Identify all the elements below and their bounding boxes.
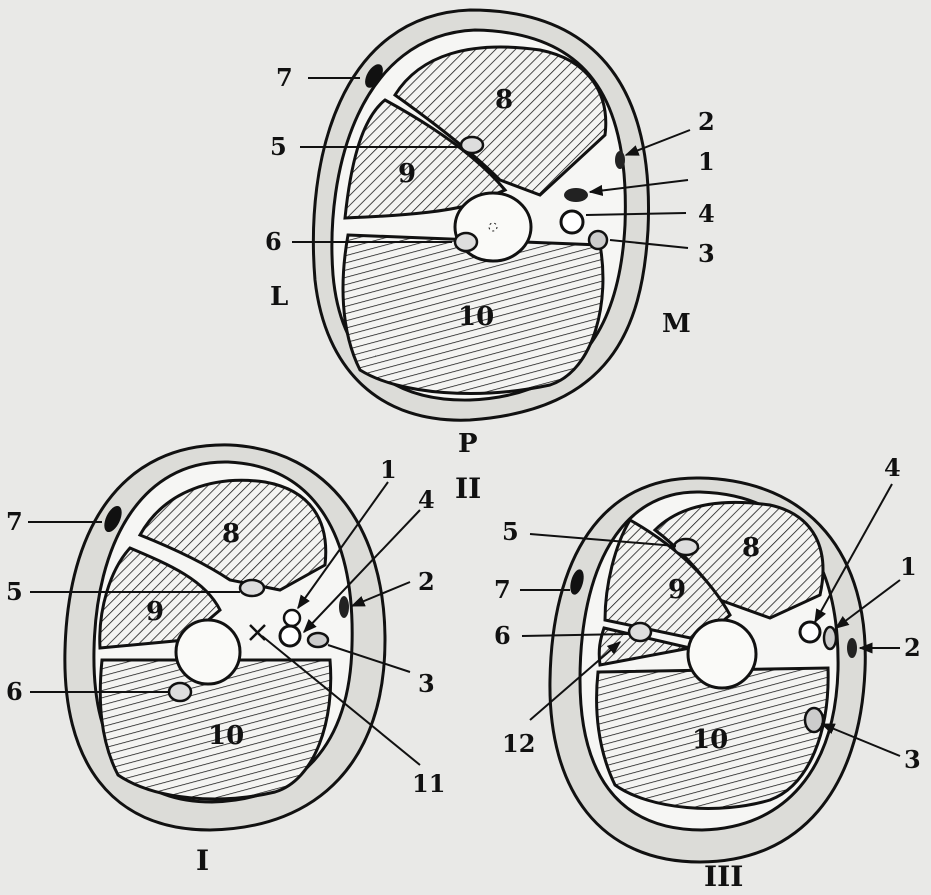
callout-1: 1 bbox=[900, 552, 917, 581]
callout-2: 2 bbox=[698, 107, 715, 136]
callout-12: 12 bbox=[502, 729, 535, 758]
callout-6: 6 bbox=[6, 677, 23, 706]
vein-7 bbox=[570, 569, 584, 595]
callout-5: 5 bbox=[6, 577, 23, 606]
callout-11: 11 bbox=[412, 769, 445, 798]
vessel-5 bbox=[672, 537, 700, 557]
region-10: 10 bbox=[458, 302, 494, 332]
nerve-1 bbox=[564, 188, 588, 202]
vein-7 bbox=[104, 505, 122, 533]
vessel-5 bbox=[459, 135, 485, 155]
callout-2: 2 bbox=[904, 633, 921, 662]
orientation-left: L bbox=[270, 282, 288, 312]
callout-7: 7 bbox=[494, 575, 511, 604]
bone bbox=[174, 618, 242, 686]
nerve-1 bbox=[822, 625, 838, 651]
callout-7: 7 bbox=[6, 507, 23, 536]
vessel-3 bbox=[803, 706, 825, 734]
callout-4: 4 bbox=[698, 199, 715, 228]
vessel-6 bbox=[453, 231, 479, 253]
muscle-8 bbox=[137, 478, 328, 592]
vessel-6 bbox=[627, 621, 653, 643]
vessel-3 bbox=[306, 631, 330, 649]
region-10: 10 bbox=[208, 721, 244, 751]
region-9: 9 bbox=[398, 159, 416, 189]
section-right: 5 7 6 12 4 1 2 3 8 9 10 III bbox=[494, 453, 921, 893]
nerve-1 bbox=[282, 608, 302, 628]
vessel-2 bbox=[339, 596, 349, 618]
muscle-10 bbox=[98, 658, 333, 801]
callout-3: 3 bbox=[904, 745, 921, 774]
section-number-top: II bbox=[455, 472, 481, 505]
orientation-posterior: P bbox=[458, 429, 478, 459]
vessel-3 bbox=[587, 229, 609, 251]
callout-1: 1 bbox=[698, 147, 715, 176]
artery-4 bbox=[798, 620, 822, 644]
section-number-right: III bbox=[704, 860, 743, 890]
muscle-10 bbox=[341, 233, 605, 395]
vessel-5 bbox=[238, 578, 266, 598]
callout-5: 5 bbox=[502, 517, 519, 546]
callout-3: 3 bbox=[418, 669, 435, 698]
vessel-6 bbox=[167, 681, 193, 703]
bone bbox=[686, 618, 758, 690]
muscle-10 bbox=[595, 666, 830, 810]
callout-1: 1 bbox=[380, 455, 397, 484]
callout-7: 7 bbox=[276, 63, 293, 92]
muscle-9 bbox=[343, 98, 508, 220]
section-left: 7 5 6 1 4 2 3 11 8 9 10 I bbox=[6, 443, 445, 877]
callout-4: 4 bbox=[884, 453, 901, 482]
callout-6: 6 bbox=[265, 227, 282, 256]
callout-5: 5 bbox=[270, 132, 287, 161]
region-8: 8 bbox=[222, 519, 240, 549]
muscle-9-lower bbox=[597, 626, 691, 667]
region-9: 9 bbox=[668, 575, 686, 605]
region-8: 8 bbox=[495, 85, 513, 115]
callout-6: 6 bbox=[494, 621, 511, 650]
artery-4 bbox=[559, 209, 585, 235]
region-10: 10 bbox=[692, 725, 728, 755]
artery-4 bbox=[278, 624, 302, 648]
callout-4: 4 bbox=[418, 485, 435, 514]
vein-7 bbox=[365, 64, 383, 88]
vessel-2 bbox=[615, 151, 625, 169]
region-9: 9 bbox=[146, 597, 164, 627]
callout-2: 2 bbox=[418, 567, 435, 596]
section-number-left: I bbox=[196, 844, 209, 877]
bone-marrow bbox=[488, 222, 498, 232]
region-8: 8 bbox=[742, 533, 760, 563]
vessel-2 bbox=[847, 638, 857, 658]
orientation-right: M bbox=[662, 309, 691, 339]
section-top: 7 5 6 2 1 4 3 8 9 10 L M P II bbox=[265, 8, 715, 505]
muscle-8 bbox=[392, 45, 608, 197]
callout-3: 3 bbox=[698, 239, 715, 268]
